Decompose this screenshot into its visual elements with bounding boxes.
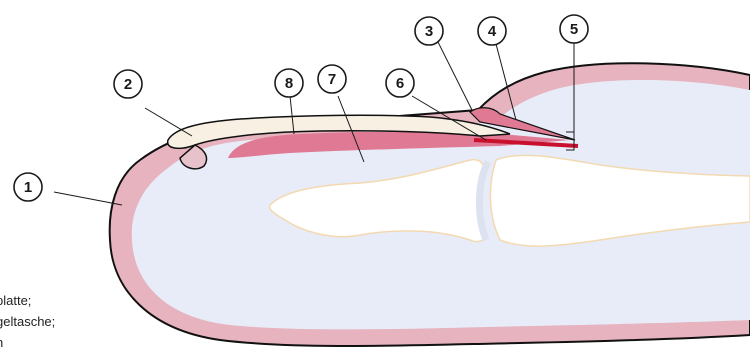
legend-line-1: platte; xyxy=(0,293,31,308)
callout-4: 4 xyxy=(478,17,506,45)
callout-3: 3 xyxy=(415,17,443,45)
callout-7-label: 7 xyxy=(328,71,336,88)
callout-8-label: 8 xyxy=(285,75,293,92)
leader-3 xyxy=(438,42,472,110)
callout-8: 8 xyxy=(275,69,303,97)
callout-3-label: 3 xyxy=(425,23,433,40)
callout-7: 7 xyxy=(318,65,346,93)
legend-line-2: geltasche; xyxy=(0,314,55,329)
leader-1 xyxy=(54,192,122,205)
callout-4-label: 4 xyxy=(488,23,497,40)
callout-5: 5 xyxy=(560,15,588,43)
callout-6: 6 xyxy=(386,69,414,97)
callout-2: 2 xyxy=(114,70,142,98)
legend-line-3: n xyxy=(0,335,3,350)
callout-2-label: 2 xyxy=(124,76,132,93)
callout-1: 1 xyxy=(14,173,42,201)
leader-2 xyxy=(145,108,192,136)
callout-1-label: 1 xyxy=(24,179,32,196)
callout-5-label: 5 xyxy=(570,21,578,38)
callout-6-label: 6 xyxy=(396,75,404,92)
